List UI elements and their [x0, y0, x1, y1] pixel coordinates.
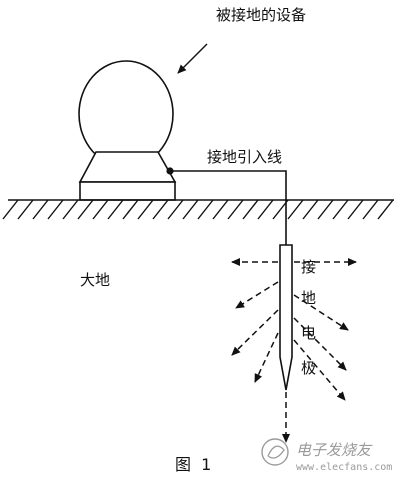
hatch-mark [227, 199, 244, 220]
watermark-logo: 电子发烧友 www.elecfans.com [261, 438, 392, 473]
hatch-mark [167, 199, 184, 220]
hatch-mark [212, 199, 229, 220]
hatch-mark [77, 199, 94, 220]
figure-caption: 图 1 [175, 455, 211, 474]
hatch-mark [137, 199, 154, 220]
current-dispersion-arrows [231, 258, 357, 443]
earth-label: 大地 [80, 271, 110, 289]
dispersion-arrow-right-2 [293, 317, 347, 371]
hatch-mark [257, 199, 274, 220]
hatch-mark [32, 199, 49, 220]
electrode-char-3: 电 [301, 324, 316, 342]
hatch-mark [332, 199, 349, 220]
hatch-mark [152, 199, 169, 220]
hatch-mark [362, 199, 379, 220]
hatch-mark [62, 199, 79, 220]
equipment-base [78, 151, 177, 183]
hatch-mark [47, 199, 64, 220]
hatch-mark [302, 199, 319, 220]
hatch-mark [317, 199, 334, 220]
dispersion-arrow-right-1 [293, 294, 349, 331]
hatch-mark [287, 199, 304, 220]
hatch-mark [2, 199, 19, 220]
device-label: 被接地的设备 [216, 6, 306, 24]
device-pointer-arrow [177, 43, 208, 74]
hatch-mark [377, 199, 394, 220]
lead-wire-label: 接地引入线 [207, 148, 282, 166]
electrode-char-2: 地 [301, 289, 316, 307]
electrode-char-4: 极 [301, 359, 316, 377]
hatch-mark [122, 199, 139, 220]
ground-hatching [2, 199, 394, 220]
ground-electrode [279, 244, 293, 391]
watermark-logo-swirl [267, 445, 285, 459]
hatch-mark [107, 199, 124, 220]
hatch-mark [17, 199, 34, 220]
dispersion-arrow-left-1 [235, 281, 279, 309]
hatch-mark [197, 199, 214, 220]
equipment-sphere [78, 60, 174, 168]
watermark-logo-icon [261, 438, 289, 466]
hatch-mark [347, 199, 364, 220]
watermark-url: www.elecfans.com [296, 462, 392, 473]
hatch-mark [92, 199, 109, 220]
grounding-lead-wire [170, 170, 287, 245]
equipment-foot [79, 181, 176, 201]
dispersion-arrow-left-3 [254, 332, 279, 383]
hatch-mark [242, 199, 259, 220]
dispersion-arrow-left-2 [231, 309, 279, 356]
watermark-text: 电子发烧友 [296, 441, 373, 459]
electrode-char-1: 接 [301, 258, 316, 276]
dispersion-arrow-right-3 [293, 339, 346, 401]
hatch-mark [182, 199, 199, 220]
